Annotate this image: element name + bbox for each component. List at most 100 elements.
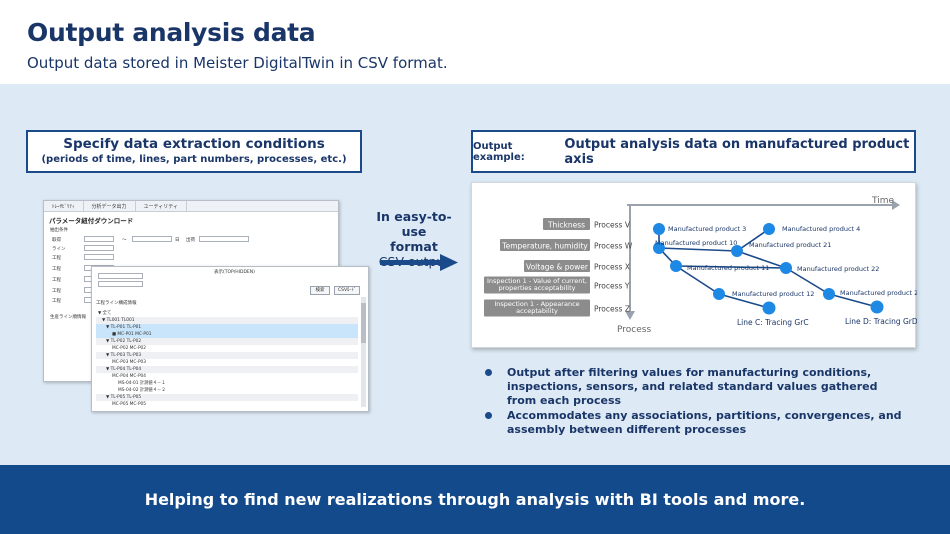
tree-row[interactable]: MC-P04 MC-P04 xyxy=(112,374,146,379)
filter-select[interactable] xyxy=(98,281,143,287)
time-axis-arrow-icon xyxy=(892,200,900,210)
tree-row[interactable]: ■ MC-P01 MC-P01 xyxy=(96,331,358,338)
feature-list: Output after filtering values for manufa… xyxy=(483,366,903,438)
search-button[interactable]: 検索 xyxy=(310,286,330,295)
display-toggle-label: 表示(TOP/HIDDEN) xyxy=(214,270,255,275)
to-label: 日 xyxy=(175,238,180,243)
output-example-prefix: Output example: xyxy=(473,140,525,163)
product-node xyxy=(870,300,884,314)
feature-text: Output after filtering values for manufa… xyxy=(507,366,878,407)
field-label: 工程 xyxy=(52,256,61,261)
app-screenshot: ﾄﾚｰｻﾋﾞﾘﾃｨ 分析データ出力 ユーティリティ パラメータ紐付ダウンロード … xyxy=(43,200,369,412)
process-select[interactable] xyxy=(84,254,114,260)
csv-load-button[interactable]: CSVﾛｰﾄﾞ xyxy=(334,286,360,295)
product-label: Manufactured product 11 xyxy=(687,264,769,272)
output-example-title: Output analysis data on manufactured pro… xyxy=(564,136,910,167)
date-to-input[interactable] xyxy=(132,236,172,242)
feature-text: Accommodates any associations, partition… xyxy=(507,409,902,436)
tree-row[interactable]: ▼ 全て xyxy=(98,311,112,316)
product-node xyxy=(653,242,665,254)
tree-header: 工程ライン構成情報 xyxy=(96,301,137,306)
tree-row[interactable]: ▼ TL-P04 TL-P04 xyxy=(96,366,358,373)
tab-analysis-output[interactable]: 分析データ出力 xyxy=(84,201,136,211)
trace-link xyxy=(785,267,830,295)
tree-row[interactable]: MS-04-02 計測値４－２ xyxy=(118,388,166,393)
csv-label-line1: In easy-to-use xyxy=(376,209,452,239)
tree-scrollbar[interactable] xyxy=(361,297,366,407)
tree-row[interactable]: MS-04-01 計測値４－１ xyxy=(118,381,166,386)
process-axis-arrow-icon xyxy=(625,311,635,320)
tree-row[interactable]: ▼ TL-P05 TL-P05 xyxy=(96,394,358,401)
field-label: 工程 xyxy=(52,299,61,304)
row-tag-label: Temperature, humidity xyxy=(501,242,588,251)
tree-row[interactable]: ▼ TL-P02 TL-P02 xyxy=(96,338,358,345)
row-tag-box xyxy=(484,276,590,294)
dest-select[interactable] xyxy=(199,236,249,242)
filter-select[interactable] xyxy=(98,273,143,279)
product-node xyxy=(670,260,682,272)
csv-label-line2: format xyxy=(390,239,438,254)
bullet-icon xyxy=(485,412,492,419)
page-title: Output analysis data xyxy=(27,18,316,47)
process-axis-label: Process xyxy=(617,325,651,335)
row-tag-label: Inspection 1 - Value of current,properti… xyxy=(487,277,587,292)
product-node xyxy=(780,262,792,274)
product-node xyxy=(763,223,775,235)
field-label: ライン xyxy=(52,247,66,252)
tree-window: 表示(TOP/HIDDEN) 検索 CSVﾛｰﾄﾞ 工程ライン構成情報 ▼ 全て… xyxy=(91,266,369,412)
spec-box: Specify data extraction conditions (peri… xyxy=(26,130,362,173)
tree-row[interactable]: ▼ TL-P01 TL-P01 xyxy=(96,324,358,331)
product-node xyxy=(731,245,743,257)
product-node xyxy=(823,288,835,300)
field-label: 取得 xyxy=(52,238,61,243)
row-tag-box xyxy=(500,239,590,251)
tree-row[interactable]: ▼ TL-P03 TL-P03 xyxy=(96,352,358,359)
tab-traceability[interactable]: ﾄﾚｰｻﾋﾞﾘﾃｨ xyxy=(44,201,84,211)
spec-subtitle: (periods of time, lines, part numbers, p… xyxy=(41,154,347,165)
tree-row[interactable]: MC-P05 MC-P05 xyxy=(112,402,146,407)
dest-label: 出荷 xyxy=(186,238,195,243)
bullet-icon xyxy=(485,369,492,376)
product-label: Manufactured product 23 xyxy=(840,289,917,297)
row-tag-box xyxy=(543,218,590,230)
field-label: 工程 xyxy=(52,278,61,283)
trace-link xyxy=(736,228,770,252)
feature-item: Output after filtering values for manufa… xyxy=(483,366,903,408)
section-label: 抽出条件 xyxy=(50,228,68,233)
trace-link xyxy=(828,293,878,308)
trace-link xyxy=(658,247,738,252)
process-label: Process Y xyxy=(594,282,630,291)
process-label: Process X xyxy=(594,263,630,272)
right-arrow-icon xyxy=(380,254,458,271)
process-label: Process V xyxy=(594,221,631,230)
line-label: Line C: Tracing GrC xyxy=(737,318,809,327)
product-node xyxy=(653,223,665,235)
trace-link xyxy=(718,293,770,309)
field-label: 工程 xyxy=(52,267,61,272)
trace-link xyxy=(736,250,787,269)
product-label: Manufactured product 21 xyxy=(749,241,831,249)
date-from-input[interactable] xyxy=(84,236,114,242)
product-label: Manufactured product 3 xyxy=(668,225,746,233)
product-label: Manufactured product 10 xyxy=(655,239,737,247)
line-label: Line D: Tracing GrD xyxy=(845,317,917,326)
tree-row[interactable]: MC-P03 MC-P03 xyxy=(112,360,146,365)
tree-row[interactable]: ▼ TL001 TL001 xyxy=(96,317,358,324)
row-tag-box xyxy=(484,299,590,317)
tree-scrollbar-thumb[interactable] xyxy=(361,303,366,343)
footer-banner: Helping to find new realizations through… xyxy=(0,465,950,534)
process-label: Process Z xyxy=(594,305,630,314)
page-subtitle: Output data stored in Meister DigitalTwi… xyxy=(27,54,448,72)
app-tabs: ﾄﾚｰｻﾋﾞﾘﾃｨ 分析データ出力 ユーティリティ xyxy=(44,201,338,212)
trace-link xyxy=(675,265,787,269)
line-select[interactable] xyxy=(84,245,114,251)
product-label: Manufactured product 4 xyxy=(782,225,860,233)
row-tag-label: Voltage & power xyxy=(526,263,589,272)
tree-row[interactable]: MC-P02 MC-P02 xyxy=(112,346,146,351)
tab-utility[interactable]: ユーティリティ xyxy=(136,201,187,211)
spec-title: Specify data extraction conditions xyxy=(63,136,325,152)
product-label: Manufactured product 22 xyxy=(797,265,879,273)
